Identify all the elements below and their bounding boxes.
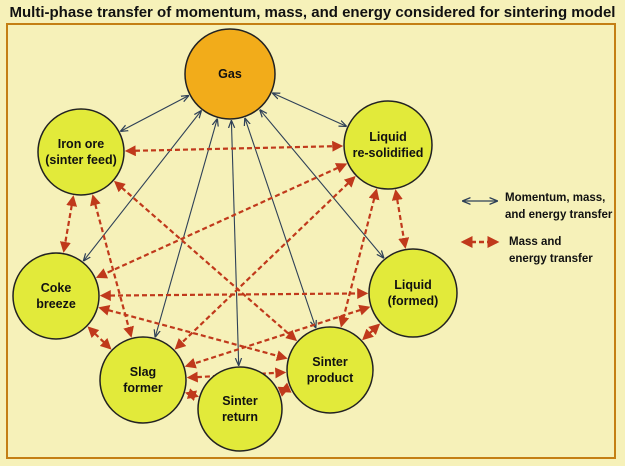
dashed-arrow-liquid_resolid-slag: [174, 176, 356, 350]
node-label: (formed): [388, 294, 439, 308]
node-sinter-product: Sinter product: [286, 326, 374, 414]
dashed-arrow-coke-slag: [87, 326, 112, 350]
node-circle: [37, 108, 125, 196]
node-label: re-solidified: [353, 146, 424, 160]
dashed-arrow-sinter_return-sinter_product: [277, 382, 292, 397]
legend-dashed-label-1: Mass and: [509, 236, 561, 248]
solid-arrow-gas-iron_ore: [121, 96, 188, 131]
dashed-arrow-coke-liquid_formed: [99, 287, 369, 302]
node-circle: [99, 336, 187, 424]
node-circle: [197, 366, 283, 452]
node-liquid-formed: Liquid (formed): [368, 248, 458, 338]
node-circle: [286, 326, 374, 414]
node-liquid-resolid: Liquid re-solidified: [343, 100, 433, 190]
legend-solid-label-2: and energy transfer: [505, 209, 613, 221]
solid-arrow-gas-slag: [155, 119, 217, 337]
solid-arrow-gas-liquid_resolid: [273, 93, 346, 126]
node-sinter-return: Sinter return: [197, 366, 283, 452]
node-label: (sinter feed): [45, 153, 117, 167]
legend-dashed-label-2: energy transfer: [509, 253, 593, 265]
node-label: Iron ore: [58, 137, 105, 151]
dashed-arrow-liquid_resolid-coke: [95, 163, 348, 279]
node-slag: Slag former: [99, 336, 187, 424]
node-coke: Coke breeze: [12, 252, 100, 340]
diagram-title: Multi-phase transfer of momentum, mass, …: [9, 4, 616, 21]
node-label: Sinter: [222, 394, 258, 408]
node-circle: [368, 248, 458, 338]
node-label: breeze: [36, 297, 76, 311]
dashed-arrow-iron_ore-liquid_resolid: [124, 140, 344, 157]
dashed-arrow-iron_ore-coke: [59, 195, 78, 253]
node-label: Liquid: [394, 278, 432, 292]
node-label: Gas: [218, 67, 242, 81]
dashed-arrow-liquid_resolid-sinter_product: [338, 188, 380, 328]
node-iron-ore: Iron ore (sinter feed): [37, 108, 125, 196]
node-label: Coke: [41, 281, 72, 295]
solid-arrow-gas-sinter_product: [245, 119, 316, 328]
node-label: product: [307, 371, 354, 385]
node-label: Liquid: [369, 130, 407, 144]
solid-arrow-gas-sinter_return: [231, 121, 238, 365]
node-label: Sinter: [312, 355, 348, 369]
node-circle: [184, 28, 276, 120]
node-label: former: [123, 381, 163, 395]
legend-solid-label-1: Momentum, mass,: [505, 192, 605, 204]
node-label: return: [222, 410, 258, 424]
node-circle: [12, 252, 100, 340]
legend: Momentum, mass, and energy transfer Mass…: [460, 192, 613, 265]
dashed-arrow-liquid_resolid-liquid_formed: [391, 189, 410, 249]
dashed-arrow-liquid_formed-sinter_product: [362, 323, 381, 341]
node-gas: Gas: [184, 28, 276, 120]
dashed-arrow-iron_ore-sinter_product: [113, 180, 298, 342]
diagram-frame: [6, 23, 616, 459]
dashed-arrow-slag-sinter_return: [184, 388, 199, 401]
node-label: Slag: [130, 365, 156, 379]
node-circle: [343, 100, 433, 190]
